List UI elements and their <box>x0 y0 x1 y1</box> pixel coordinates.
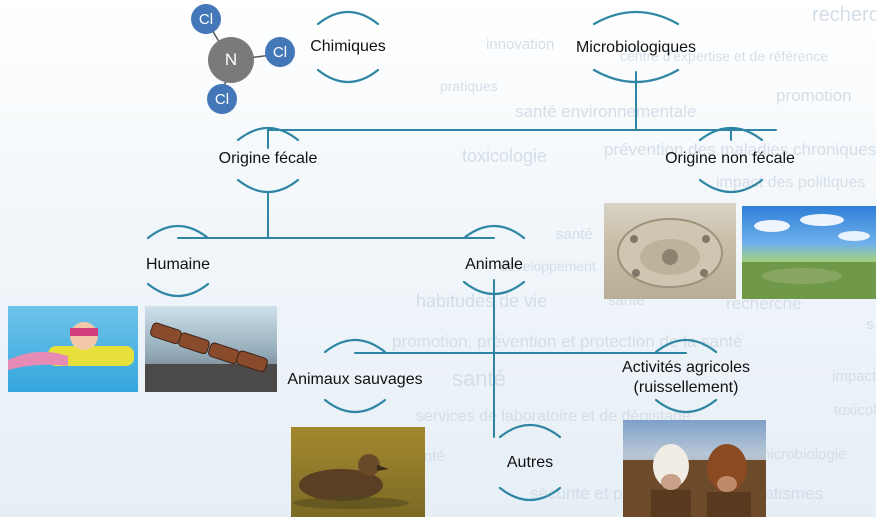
photo-cows <box>623 420 766 517</box>
molecule-bonds <box>0 0 300 120</box>
node-origine-fecale: Origine fécale <box>198 149 338 169</box>
node-activites-agricoles-line1: Activités agricoles <box>596 358 776 378</box>
arc-bracket <box>325 340 385 352</box>
photo-sewage-pipes <box>145 306 277 392</box>
photo-hot-tub <box>604 203 736 299</box>
arc-bracket <box>500 488 560 500</box>
chlorine-atom: Cl <box>207 84 237 114</box>
arc-bracket <box>318 12 378 24</box>
node-animale: Animale <box>444 255 544 275</box>
arc-bracket <box>656 400 716 412</box>
arc-bracket <box>325 400 385 412</box>
node-animaux-sauvages: Animaux sauvages <box>275 370 435 390</box>
arc-bracket <box>318 70 378 82</box>
node-humaine: Humaine <box>118 255 238 275</box>
photo-duck <box>291 427 425 517</box>
arc-bracket <box>500 425 560 437</box>
photo-child-swimming <box>8 306 138 392</box>
chlorine-atom: Cl <box>265 37 295 67</box>
arc-bracket <box>464 226 524 238</box>
photo-wetland <box>742 206 876 299</box>
node-chimiques: Chimiques <box>298 37 398 57</box>
arc-bracket <box>148 284 208 296</box>
arc-bracket <box>700 180 762 192</box>
node-activites-agricoles-line2: (ruissellement) <box>596 378 776 398</box>
arc-bracket <box>238 180 298 192</box>
arc-bracket <box>656 340 716 352</box>
node-origine-non-fecale: Origine non fécale <box>640 149 820 169</box>
node-activites-agricoles: Activités agricoles (ruissellement) <box>596 358 776 398</box>
arc-bracket <box>148 226 208 238</box>
chlorine-atom: Cl <box>191 4 221 34</box>
node-microbiologiques: Microbiologiques <box>556 38 716 58</box>
node-autres: Autres <box>480 453 580 473</box>
nitrogen-atom: N <box>208 37 254 83</box>
arc-bracket <box>594 12 678 24</box>
